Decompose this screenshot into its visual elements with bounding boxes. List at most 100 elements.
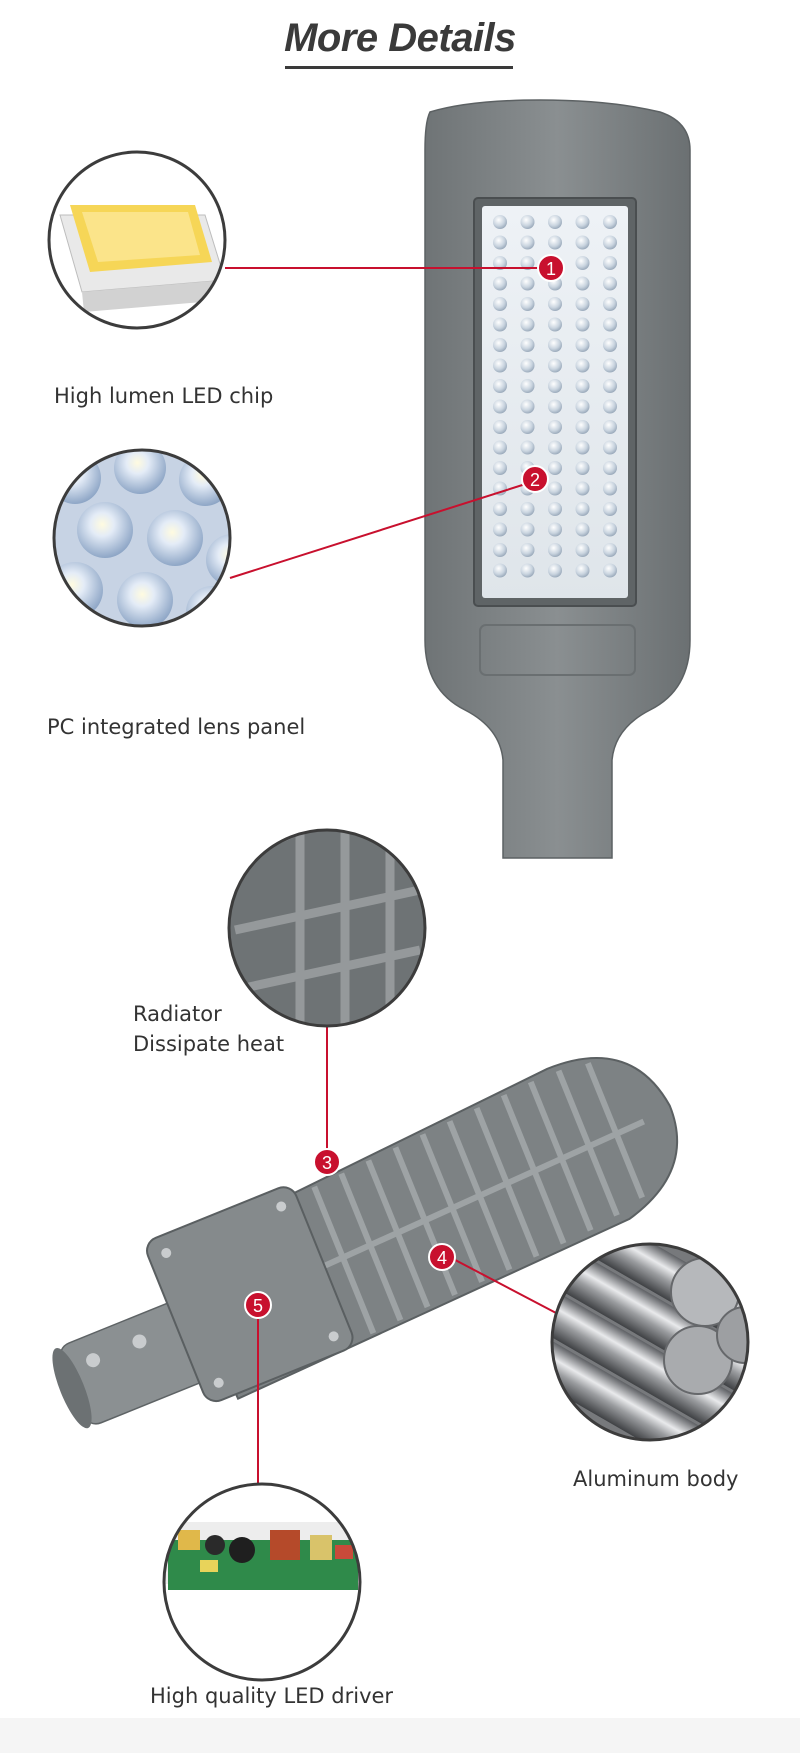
led-lens: [520, 522, 535, 537]
led-lens: [575, 297, 590, 311]
marker-5: 5: [244, 1291, 272, 1319]
led-lens: [520, 420, 535, 434]
led-lens: [520, 563, 535, 578]
bottom-strip: [0, 1718, 800, 1753]
led-lens: [603, 256, 617, 270]
svg-text:1: 1: [546, 259, 556, 279]
aluminum-detail-image: [550, 1242, 750, 1442]
led-lens: [575, 563, 590, 578]
led-lens: [575, 481, 590, 496]
led-lens: [548, 215, 562, 229]
led-lens: [575, 399, 590, 414]
led-lens: [520, 317, 535, 332]
led-lens: [548, 317, 562, 332]
led-lens: [493, 420, 507, 434]
led-lens: [575, 215, 590, 229]
svg-text:4: 4: [437, 1248, 447, 1268]
led-lens: [520, 276, 535, 291]
led-lens: [548, 481, 562, 496]
led-lens: [493, 358, 507, 373]
led-lens: [575, 420, 590, 434]
led-lens: [493, 256, 507, 270]
feature-label-dissipate-heat: Dissipate heat: [133, 1032, 285, 1056]
led-lens: [493, 502, 507, 516]
led-lens: [603, 440, 617, 455]
page-title: More Details: [284, 16, 516, 60]
led-lens: [548, 235, 562, 250]
led-lens: [493, 461, 507, 475]
led-lens: [520, 502, 535, 516]
led-lens: [520, 297, 535, 311]
led-lens: [603, 502, 617, 516]
led-lens: [548, 522, 562, 537]
led-lens: [603, 481, 617, 496]
feature-label-radiator: Radiator: [133, 1002, 222, 1026]
feature-label-aluminum-body: Aluminum body: [573, 1467, 739, 1491]
feature-label-led-driver: High quality LED driver: [150, 1684, 394, 1708]
led-lens: [548, 502, 562, 516]
led-lens: [493, 522, 507, 537]
led-lens: [575, 543, 590, 557]
svg-text:3: 3: [322, 1153, 332, 1173]
marker-1: 1: [537, 254, 565, 282]
led-lens: [603, 379, 617, 393]
led-lens: [548, 338, 562, 352]
led-lens: [603, 420, 617, 434]
led-lens: [493, 399, 507, 414]
led-lens: [493, 338, 507, 352]
led-lens: [493, 276, 507, 291]
led-lens: [575, 276, 590, 291]
led-lens: [603, 317, 617, 332]
led-lens: [548, 461, 562, 475]
led-lens: [548, 543, 562, 557]
led-chip-detail-image: [47, 150, 227, 330]
led-lens: [548, 563, 562, 578]
callout-lines: [225, 267, 559, 1484]
led-lens: [603, 563, 617, 578]
led-lens: [520, 256, 535, 270]
radiator-detail-image: [227, 828, 427, 1028]
led-lens: [493, 543, 507, 557]
marker-3: 3: [313, 1148, 341, 1176]
led-lens: [548, 420, 562, 434]
led-lens: [520, 338, 535, 352]
led-lens: [493, 379, 507, 393]
led-lens: [575, 461, 590, 475]
led-lens: [575, 358, 590, 373]
feature-label-lens-panel: PC integrated lens panel: [47, 715, 306, 739]
lens-panel-detail-image: [52, 448, 232, 628]
led-lens: [520, 215, 535, 229]
led-lens: [493, 440, 507, 455]
street-light-front-view: [424, 99, 691, 859]
feature-label-led-chip: High lumen LED chip: [54, 384, 274, 408]
led-lens: [575, 522, 590, 537]
led-lens: [603, 358, 617, 373]
led-lens: [575, 317, 590, 332]
svg-text:5: 5: [253, 1296, 263, 1316]
led-lens: [603, 235, 617, 250]
led-lens: [493, 563, 507, 578]
led-lens: [520, 379, 535, 393]
led-lens: [548, 358, 562, 373]
led-lens: [575, 502, 590, 516]
led-lens: [575, 338, 590, 352]
led-lens: [603, 338, 617, 352]
led-lens: [493, 317, 507, 332]
marker-4: 4: [428, 1243, 456, 1271]
led-lens: [603, 522, 617, 537]
led-lens: [603, 215, 617, 229]
led-lens: [520, 399, 535, 414]
title-underline: [285, 66, 513, 69]
led-lens: [520, 440, 535, 455]
led-lens: [548, 297, 562, 311]
led-lens: [493, 297, 507, 311]
led-lens: [603, 276, 617, 291]
svg-text:2: 2: [530, 470, 540, 490]
led-lens: [548, 379, 562, 393]
led-lens: [603, 399, 617, 414]
led-lens: [575, 256, 590, 270]
led-lens: [548, 440, 562, 455]
led-lens: [520, 543, 535, 557]
led-lens: [548, 399, 562, 414]
